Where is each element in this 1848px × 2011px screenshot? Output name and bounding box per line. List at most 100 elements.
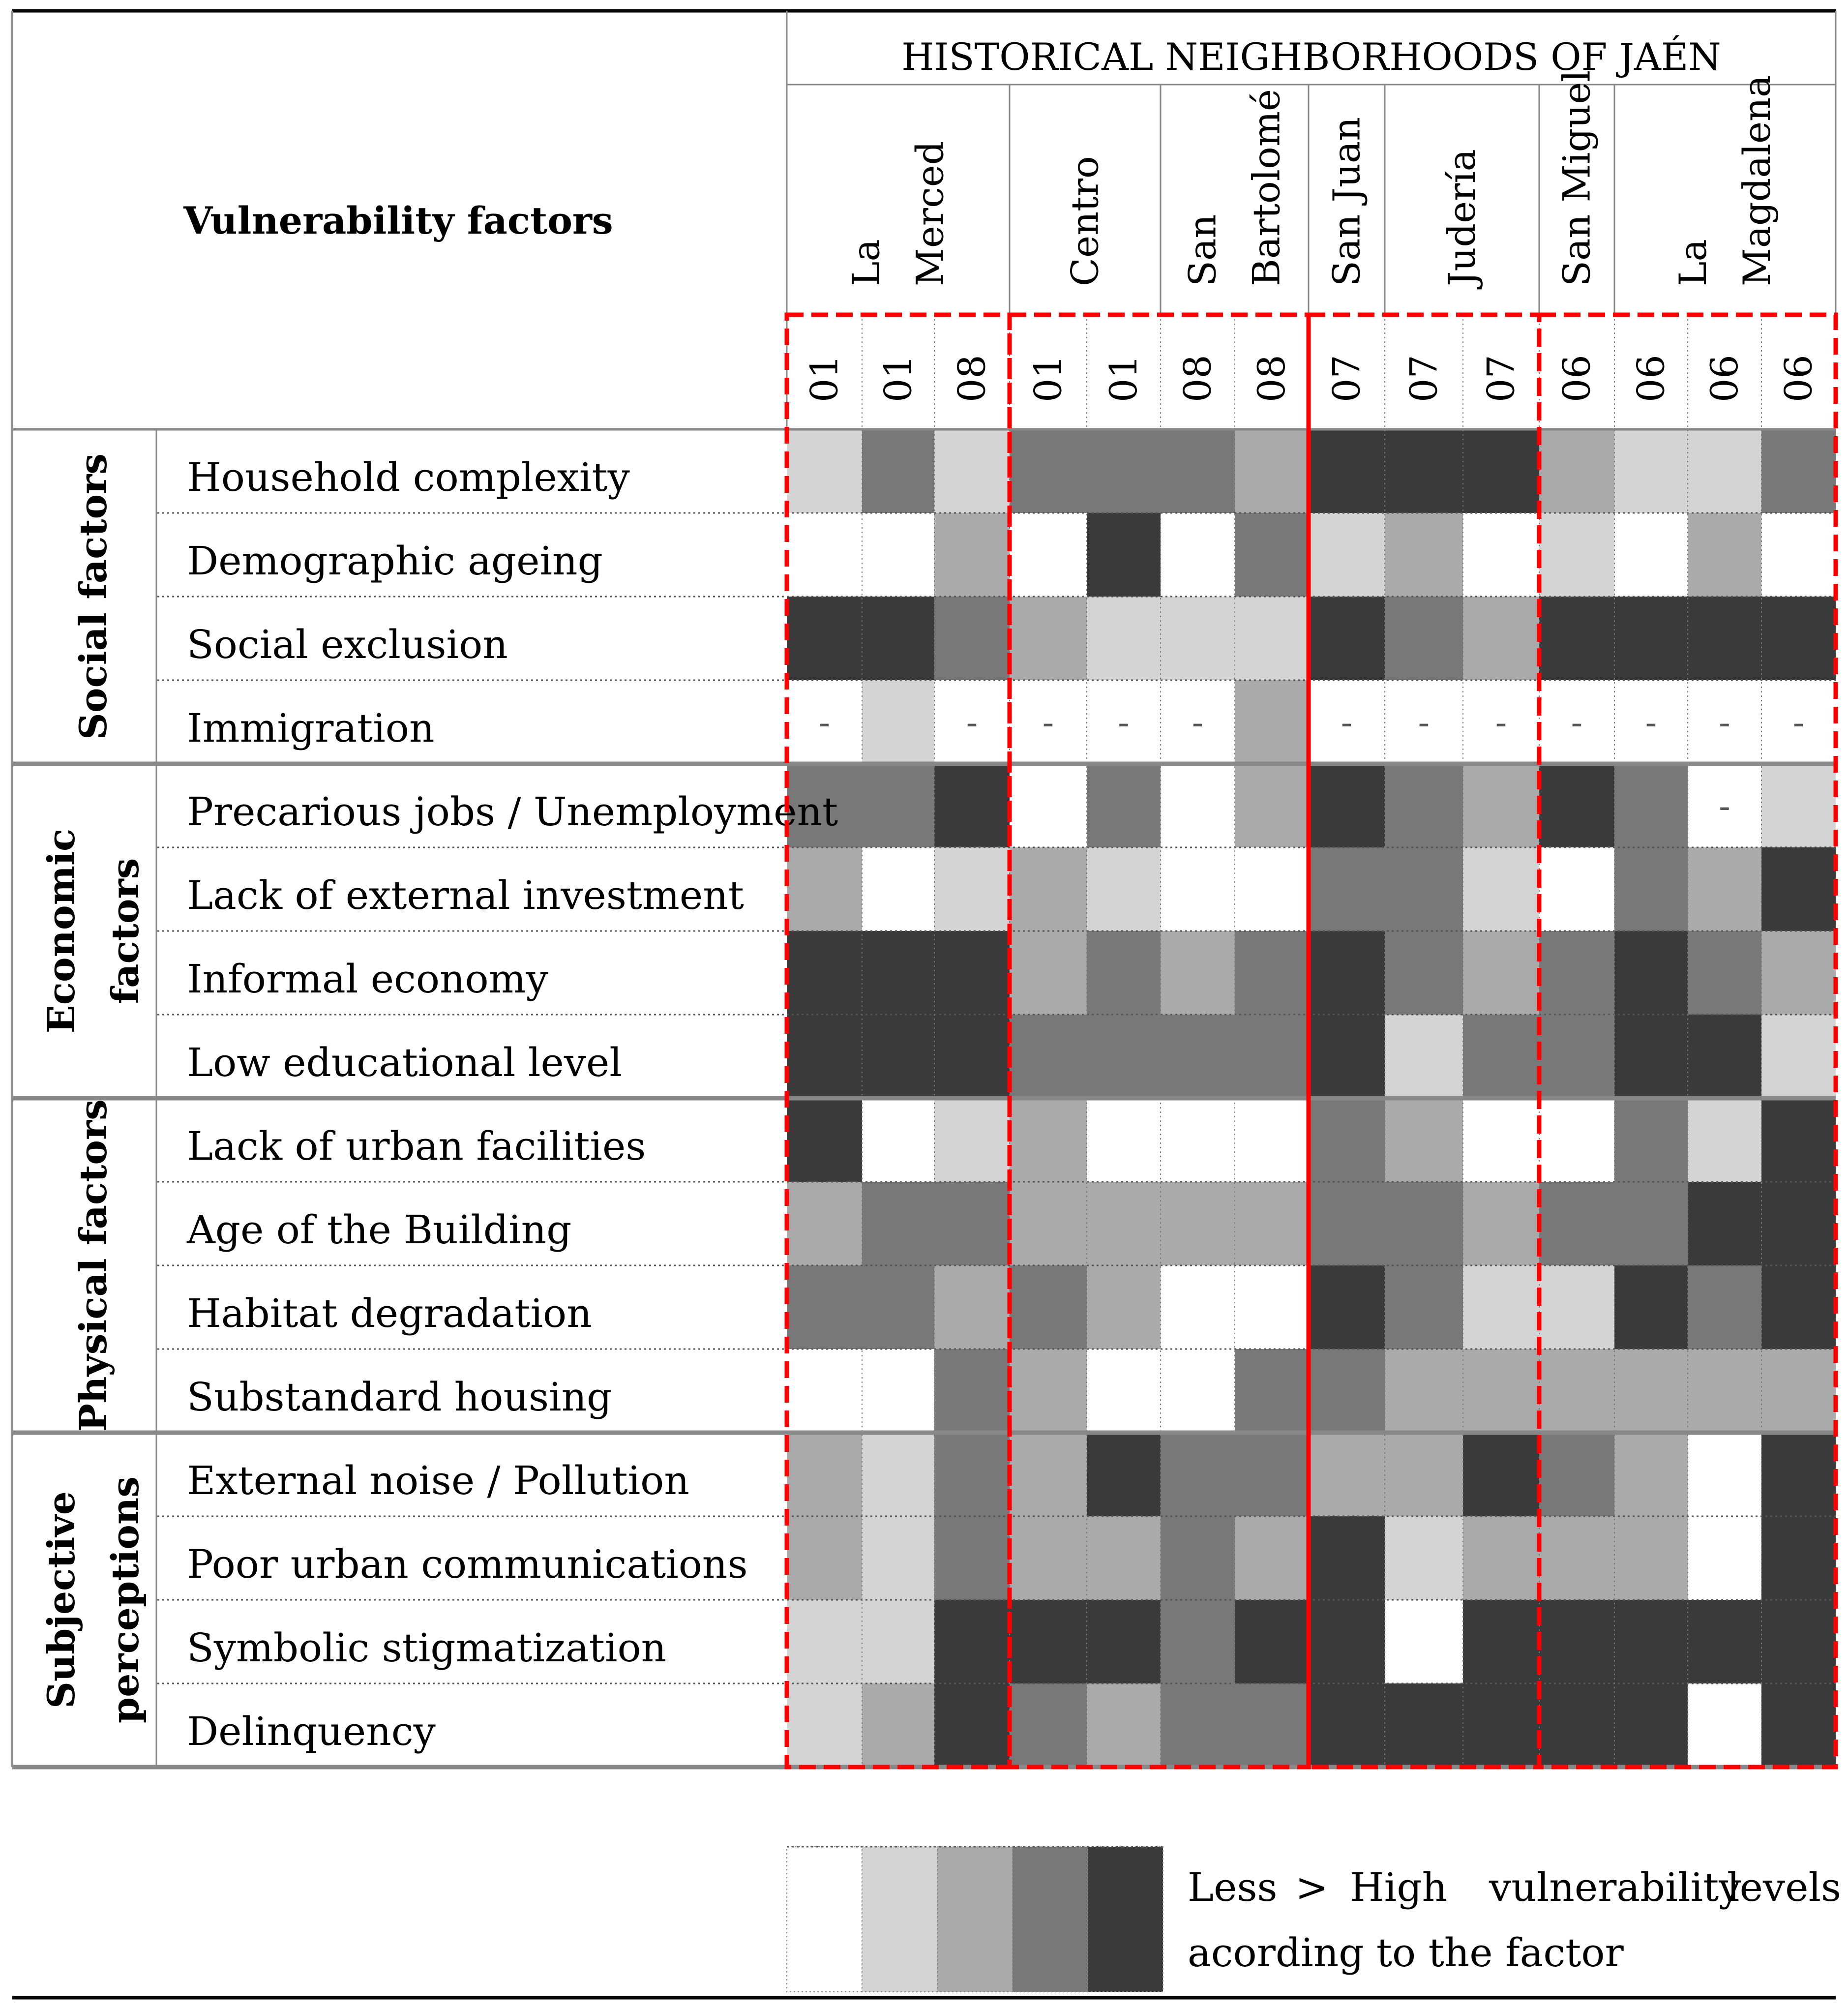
heatmap-cell [862,764,934,847]
heatmap-cell [1539,1516,1614,1600]
heatmap-cell [1385,1015,1463,1098]
heatmap-cell [1087,429,1161,513]
heatmap-cell [1235,597,1309,680]
heatmap-cell [1161,764,1235,847]
subdivision-code: 08 [950,355,994,402]
row-label: Lack of external investment [187,872,744,918]
missing-value: - [819,702,831,743]
heatmap-cell [1385,764,1463,847]
subdivision-code: 01 [876,355,920,402]
heatmap-cell [1463,1600,1539,1683]
heatmap-cell [1761,1265,1836,1349]
heatmap-cell [1688,1098,1761,1182]
subdivision-code: 06 [1777,355,1820,402]
legend-swatch [937,1846,1013,1992]
heatmap-cell [1688,1516,1761,1600]
category-label: Economic [39,829,83,1033]
heatmap-cell [1385,1349,1463,1433]
heatmap-cell [1087,1015,1161,1098]
heatmap-cell [1385,1182,1463,1265]
heatmap-cell [1010,1683,1087,1767]
heatmap-cell [1463,1015,1539,1098]
heatmap-cell [1010,1182,1087,1265]
heatmap-cell [1385,1098,1463,1182]
heatmap-cell [1463,764,1539,847]
heatmap-cell [1761,680,1836,764]
heatmap-cell [1309,1182,1385,1265]
heatmap-cell [1463,1349,1539,1433]
row-label: Social exclusion [187,622,508,667]
heatmap-cell [787,1098,862,1182]
heatmap-cell [862,597,934,680]
heatmap-cell [1614,1265,1688,1349]
heatmap-cell [1309,931,1385,1015]
legend-text: vulnerability [1489,1864,1741,1910]
row-label: Informal economy [187,956,548,1002]
legend-swatch [1087,1846,1163,1992]
highlight-frame [1306,312,1542,1770]
heatmap-cell [862,1433,934,1516]
heatmap-cell [1010,597,1087,680]
heatmap-cell [862,1182,934,1265]
heatmap-cell [1235,764,1309,847]
row-label: Demographic ageing [187,538,603,584]
heatmap-cell [1385,1683,1463,1767]
heatmap-cell [934,1516,1010,1600]
heatmap-cell [1761,1433,1836,1516]
row-label: Low educational level [187,1040,622,1085]
heatmap-cell [1010,1098,1087,1182]
heatmap-cell [862,1265,934,1349]
heatmap-cell [1614,1683,1688,1767]
row-label: External noise / Pollution [187,1458,689,1503]
legend-text: > [1295,1864,1328,1910]
heatmap-cell [1761,429,1836,513]
heatmap-cell [1309,764,1385,847]
missing-value: - [1719,702,1730,743]
category-label: perceptions [103,1476,147,1723]
heatmap-cell [1010,931,1087,1015]
heatmap-cell [1614,1349,1688,1433]
neighborhood-name: Judería [1440,149,1484,290]
heatmap-cell [862,680,934,764]
heatmap-cell [1161,1433,1235,1516]
heatmap-cell [1087,1683,1161,1767]
heatmap-cell [934,1683,1010,1767]
heatmap-cell [862,1683,934,1767]
heatmap-cell [934,1349,1010,1433]
heatmap-cell [934,1600,1010,1683]
heatmap-cell [1087,680,1161,764]
heatmap-cell [934,597,1010,680]
neighborhood-name: San Juan [1325,117,1369,286]
heatmap-cell [787,1433,862,1516]
heatmap-cell [1539,1433,1614,1516]
heatmap-cell [1161,429,1235,513]
heatmap-cell [1161,847,1235,931]
subdivision-code: 08 [1250,355,1293,402]
heatmap-cell [1688,429,1761,513]
heatmap-cell [1688,1015,1761,1098]
legend-swatch [862,1846,938,1992]
heatmap-cell [787,931,862,1015]
heatmap-cell [1309,1265,1385,1349]
heatmap-cell [1761,847,1836,931]
missing-value: - [1571,702,1583,743]
heatmap-cell [862,1015,934,1098]
heatmap-cell [934,513,1010,597]
heatmap-cell [1087,1600,1161,1683]
heatmap-cell [1614,1098,1688,1182]
heatmap-cell [1087,931,1161,1015]
heatmap-cell [1235,1433,1309,1516]
heatmap-cell [1385,847,1463,931]
heatmap-cell [1010,429,1087,513]
heatmap-cell [1309,847,1385,931]
heatmap-cell [1761,1600,1836,1683]
missing-value: - [1341,702,1353,743]
heatmap-cell [1309,1098,1385,1182]
legend-text: levels [1727,1864,1841,1910]
heatmap-cell [1539,1600,1614,1683]
missing-value: - [966,702,978,743]
heatmap-cell [1539,513,1614,597]
heatmap-cell [1309,1433,1385,1516]
neighborhood-name: Bartolomé [1245,89,1288,286]
heatmap-cell [934,764,1010,847]
